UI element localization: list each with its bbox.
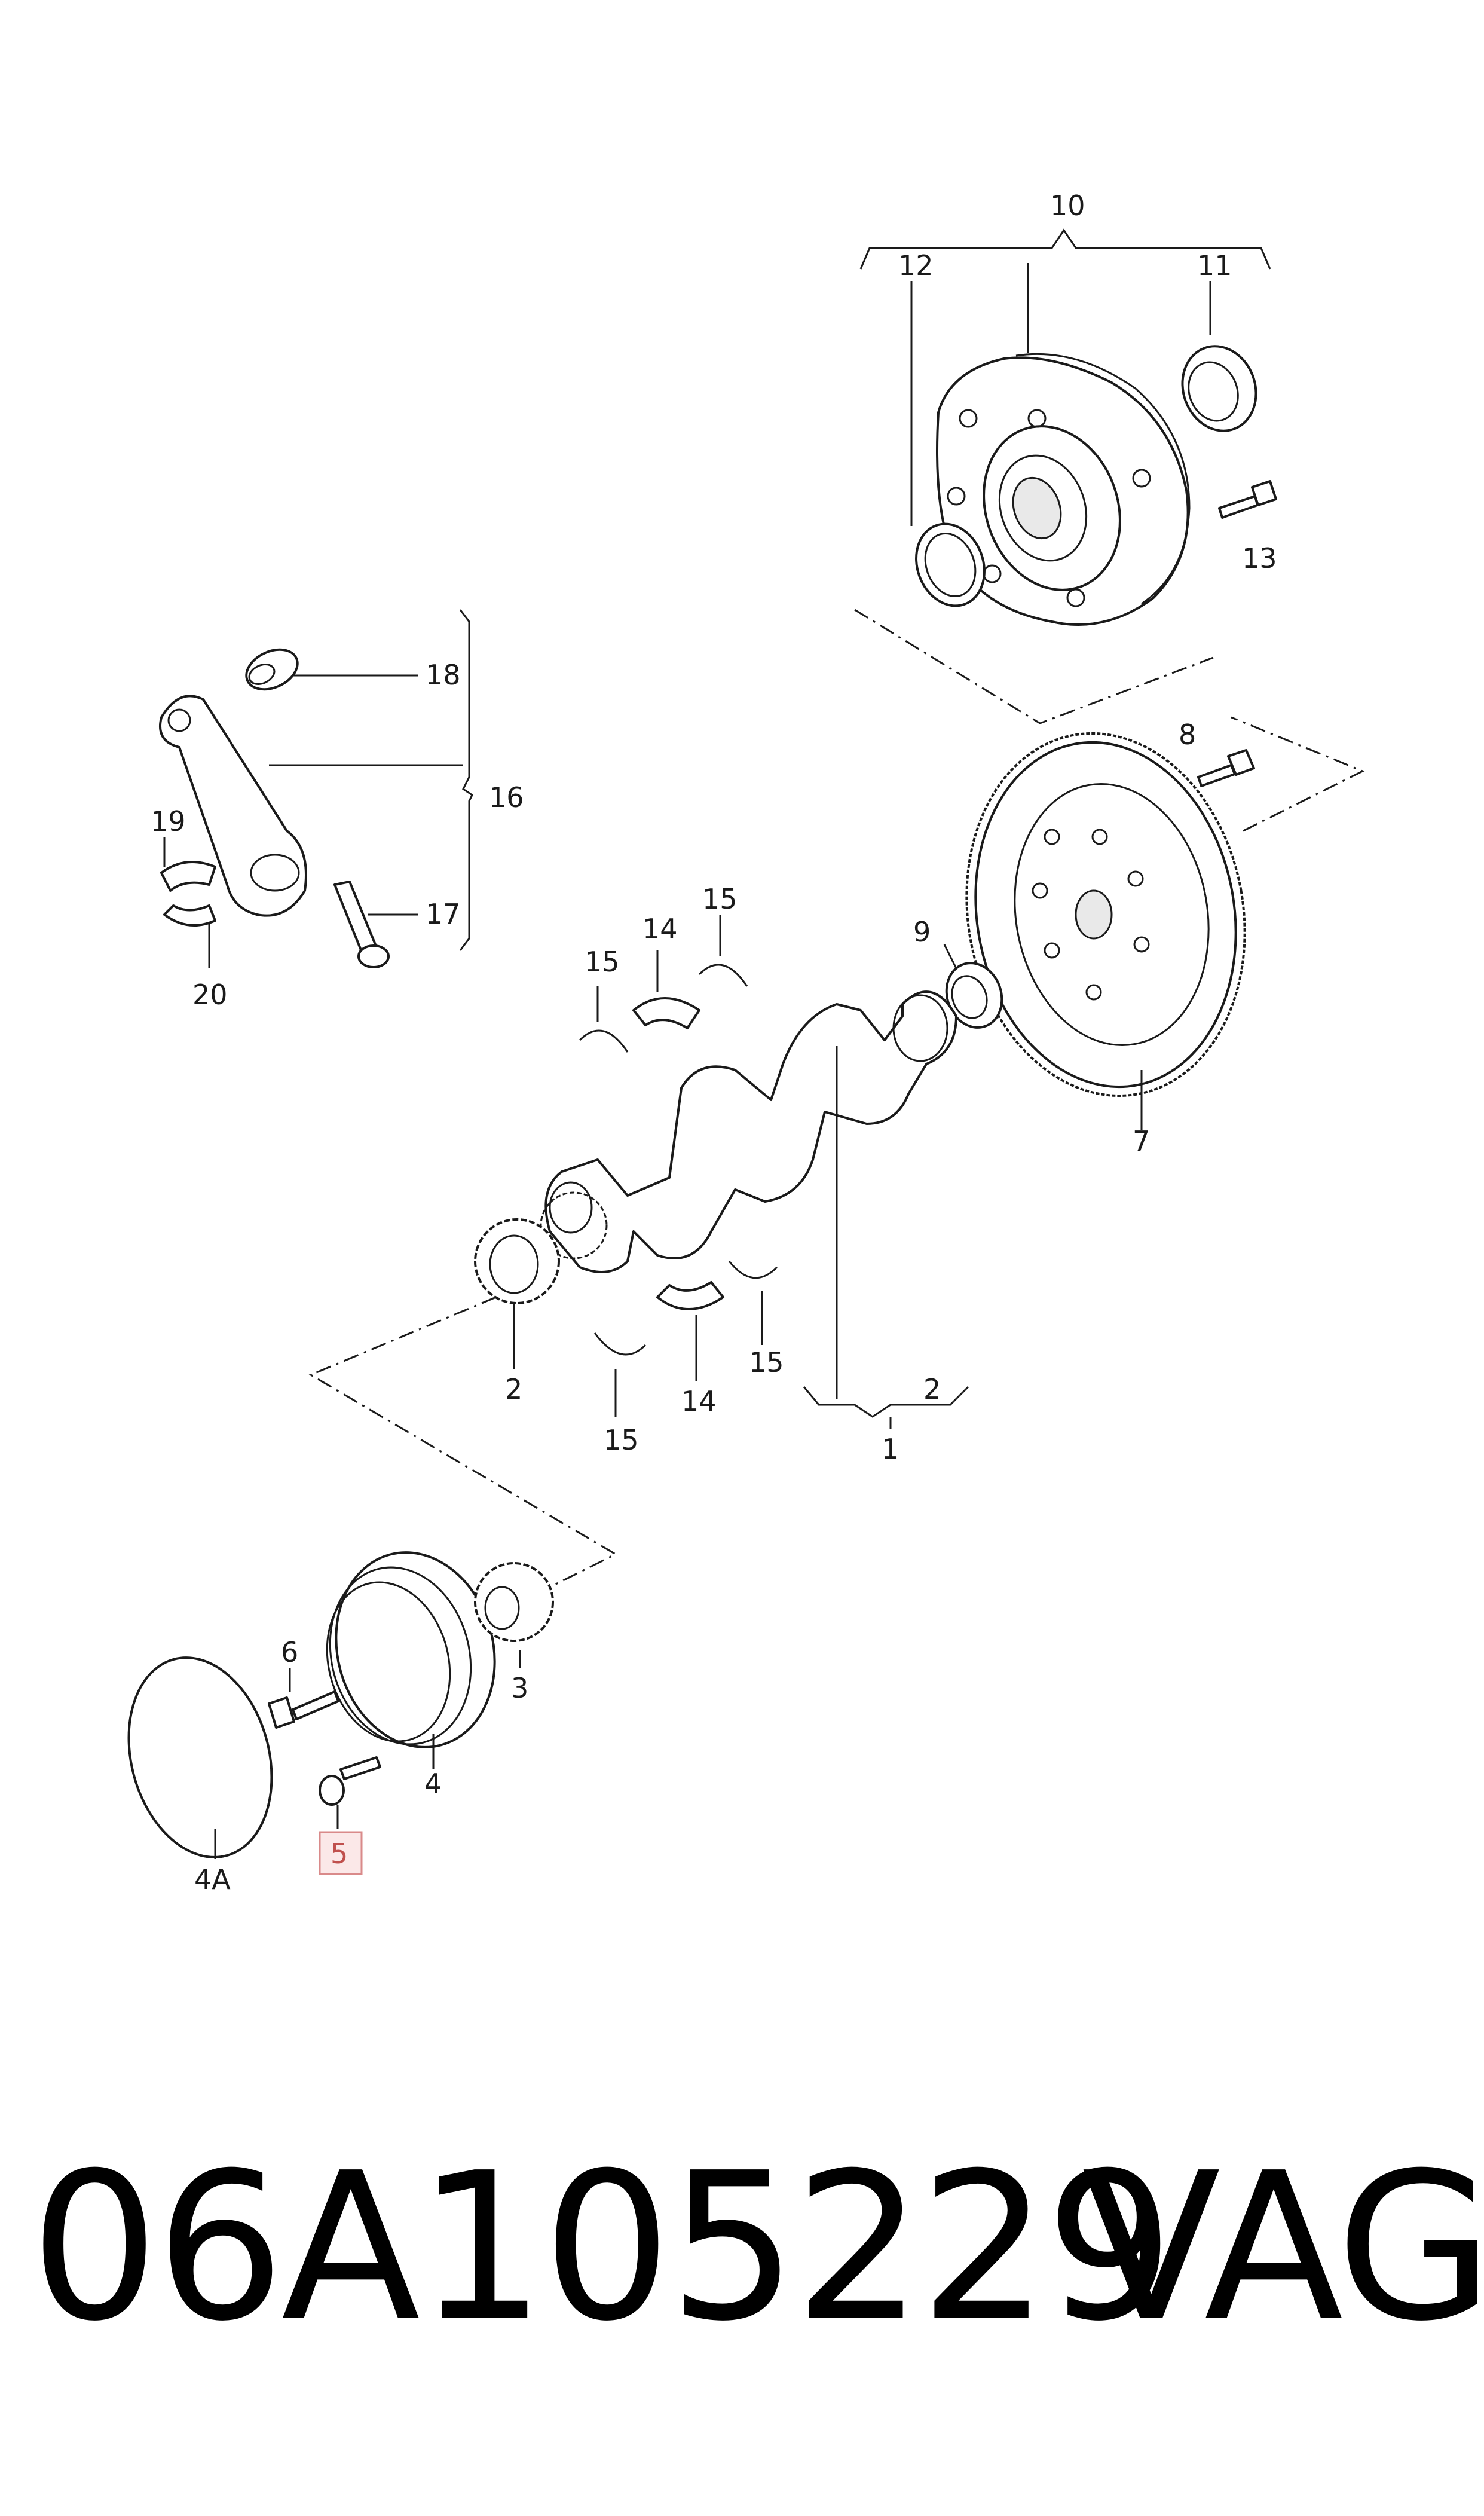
- label-7: 7: [1133, 1125, 1150, 1157]
- footer: 06A105229 VAG: [0, 2128, 1484, 2367]
- front-pulley-assembly: [127, 1551, 554, 1859]
- label-11: 11: [1197, 249, 1232, 282]
- highlight-box-5: [319, 1831, 363, 1875]
- label-19: 19: [151, 805, 186, 837]
- label-3: 3: [511, 1672, 528, 1704]
- flywheel: [943, 716, 1365, 1130]
- label-15-d: 15: [604, 1424, 639, 1456]
- label-15-b: 15: [585, 946, 620, 978]
- label-12: 12: [898, 249, 934, 282]
- label-20: 20: [192, 979, 228, 1011]
- brand-name: VAG: [1082, 2129, 1484, 2366]
- label-8: 8: [1179, 719, 1196, 751]
- label-6: 6: [281, 1636, 298, 1668]
- callout-labels: 10 12 11 13 18 16 19 17 20 8 15 14 15 9 …: [151, 189, 1277, 1896]
- label-1: 1: [882, 1433, 899, 1465]
- crankshaft: [540, 990, 969, 1429]
- label-2-b: 2: [923, 1373, 941, 1405]
- label-14-b: 14: [681, 1385, 717, 1417]
- connecting-rod-assembly: [159, 609, 473, 968]
- label-18: 18: [426, 659, 461, 691]
- label-13: 13: [1242, 542, 1277, 574]
- label-16: 16: [489, 781, 524, 814]
- label-2-a: 2: [505, 1373, 522, 1405]
- flywheel-housing-assembly: [854, 228, 1277, 724]
- label-14-a: 14: [642, 913, 678, 945]
- label-4: 4: [424, 1768, 442, 1800]
- part-number: 06A105229: [30, 2129, 1174, 2366]
- label-10: 10: [1050, 189, 1085, 222]
- label-4a: 4A: [194, 1863, 231, 1896]
- main-bearing-set: [579, 915, 778, 1417]
- label-9: 9: [913, 916, 931, 948]
- label-17: 17: [426, 898, 461, 930]
- label-5[interactable]: 5: [331, 1838, 348, 1870]
- label-15-a: 15: [702, 883, 738, 915]
- label-15-c: 15: [749, 1346, 784, 1378]
- crankshaft-sprocket: [308, 1218, 618, 1591]
